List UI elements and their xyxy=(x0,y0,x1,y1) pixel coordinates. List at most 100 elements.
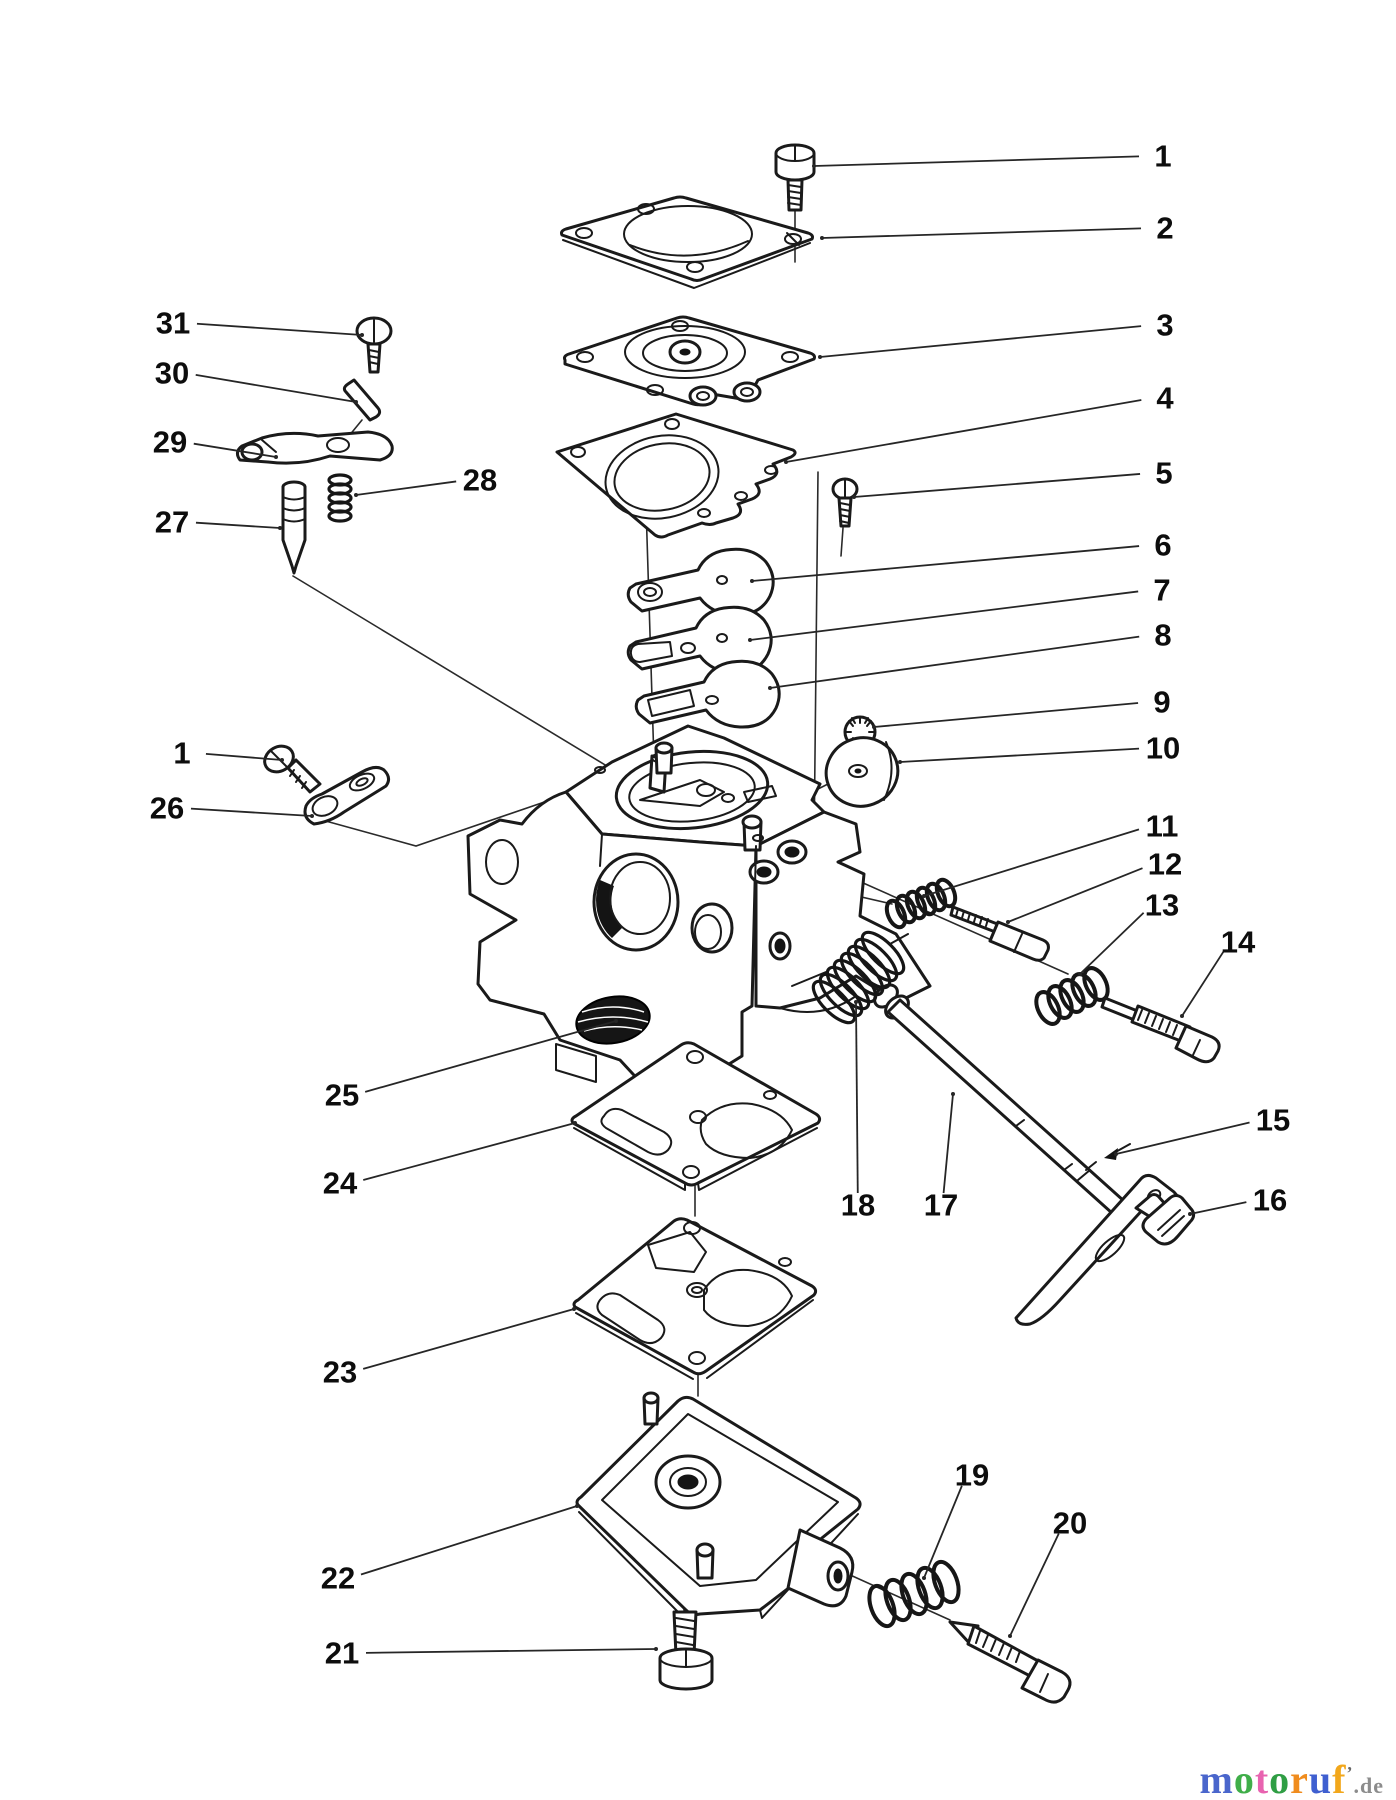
leader-dot-10 xyxy=(898,760,902,764)
throttle-spring-18 xyxy=(791,930,909,1025)
lever-spring-28 xyxy=(327,473,353,523)
callout-layer: 1234567891011121314151617181920212223242… xyxy=(150,139,1290,1671)
leader-line-28 xyxy=(355,480,457,496)
callout-label-22-21: 22 xyxy=(321,1561,355,1596)
throttle-disc-10 xyxy=(824,736,900,808)
inlet-needle-27 xyxy=(281,480,307,575)
callout-label-23-22: 23 xyxy=(323,1355,357,1390)
leader-dot-18 xyxy=(854,1000,858,1004)
screw-21-icon xyxy=(658,1610,714,1691)
leader-line-7 xyxy=(749,590,1139,641)
leader-line-20 xyxy=(1009,1533,1060,1637)
callout-label-7-6: 7 xyxy=(1153,573,1170,608)
leader-dot-19 xyxy=(922,1576,926,1580)
watermark-letter: o xyxy=(1269,1757,1291,1800)
leader-line-14 xyxy=(1181,951,1225,1017)
friction-plate-8 xyxy=(634,659,781,729)
leader-dot-21 xyxy=(654,1647,658,1651)
callout-label-10-9: 10 xyxy=(1146,731,1180,766)
watermark-tick: ’ xyxy=(1346,1763,1354,1783)
leader-line-10 xyxy=(899,747,1140,763)
leader-line-21 xyxy=(365,1648,657,1654)
leader-dot-2 xyxy=(820,236,824,240)
leader-line-11 xyxy=(923,828,1140,897)
leader-line-4 xyxy=(785,399,1142,463)
arrow-15-icon xyxy=(1077,1143,1131,1181)
spring-13-icon xyxy=(1034,966,1110,1026)
leader-dot-6 xyxy=(750,579,754,583)
leader-line-1 xyxy=(813,155,1140,167)
screw-1-icon xyxy=(774,143,816,212)
main-mixture-screw-14 xyxy=(1100,996,1221,1064)
leader-line-8 xyxy=(769,635,1140,689)
leader-line-3 xyxy=(819,325,1142,358)
watermark-word: motoruf xyxy=(1200,1757,1347,1800)
callout-label-30-29: 30 xyxy=(155,356,189,391)
callout-label-3-2: 3 xyxy=(1156,308,1173,343)
watermark-letter: t xyxy=(1254,1757,1270,1800)
callout-label-20-19: 20 xyxy=(1053,1506,1087,1541)
leader-line-30 xyxy=(195,373,357,403)
callout-label-6-5: 6 xyxy=(1154,528,1171,563)
leader-dot-31 xyxy=(360,333,364,337)
leader-dot-23 xyxy=(572,1307,576,1311)
leader-dot-30 xyxy=(354,400,358,404)
pump-spring-19 xyxy=(867,1559,961,1629)
tapping-screw-20 xyxy=(948,1620,1072,1704)
leader-line-18 xyxy=(855,1001,859,1194)
callout-label-21-20: 21 xyxy=(325,1636,359,1671)
carburetor-body xyxy=(466,724,932,1088)
leader-dot-24 xyxy=(573,1121,577,1125)
leader-line-22 xyxy=(360,1505,578,1576)
swivel-bracket-26 xyxy=(303,765,391,826)
leader-line-17 xyxy=(942,1093,954,1194)
callout-label-13-12: 13 xyxy=(1145,888,1179,923)
callout-label-2-1: 2 xyxy=(1156,211,1173,246)
callout-label-4-3: 4 xyxy=(1156,381,1174,416)
leader-dot-13 xyxy=(1078,972,1082,976)
leader-dot-27 xyxy=(278,526,282,530)
watermark-letter: o xyxy=(1233,1757,1255,1800)
callout-label-25-24: 25 xyxy=(325,1078,359,1113)
leader-line-19 xyxy=(923,1485,963,1579)
leader-line-5 xyxy=(853,473,1141,498)
watermark-letter: f xyxy=(1332,1757,1347,1800)
watermark-logo-link[interactable]: motoruf’.de xyxy=(1200,1760,1385,1800)
leader-dot-25 xyxy=(614,1019,618,1023)
leader-line-2 xyxy=(821,227,1142,239)
callout-label-17-16: 17 xyxy=(924,1188,958,1223)
leader-line-31 xyxy=(196,322,363,336)
leader-line-13 xyxy=(1079,912,1145,975)
callout-label-8-7: 8 xyxy=(1154,618,1171,653)
callout-label-29-28: 29 xyxy=(153,425,187,460)
leader-dot-7 xyxy=(748,638,752,642)
leader-dot-28 xyxy=(354,493,358,497)
leader-line-24 xyxy=(363,1122,576,1181)
metering-diaphragm-24 xyxy=(570,1041,822,1191)
metering-lever-29 xyxy=(235,430,394,465)
spring-11-icon xyxy=(884,877,958,930)
callout-label-5-4: 5 xyxy=(1155,456,1172,491)
shaft-cap-16 xyxy=(1134,1193,1196,1246)
callout-label-11-10: 11 xyxy=(1146,809,1179,844)
pump-body-22 xyxy=(575,1391,862,1621)
leader-line-26 xyxy=(190,807,313,817)
leader-dot-9 xyxy=(872,725,876,729)
leader-dot-4 xyxy=(784,460,788,464)
leader-dot-8 xyxy=(768,686,772,690)
friction-plate-7 xyxy=(626,605,773,675)
leader-dot-5 xyxy=(852,495,856,499)
watermark-letter: r xyxy=(1290,1757,1309,1800)
leader-line-29 xyxy=(193,442,277,458)
watermark-letter: u xyxy=(1308,1757,1333,1800)
watermark-suffix: .de xyxy=(1353,1773,1384,1798)
leader-dot-1 xyxy=(812,164,816,168)
callout-label-16-15: 16 xyxy=(1253,1183,1287,1218)
callout-label-18-17: 18 xyxy=(841,1188,875,1223)
callout-label-24-23: 24 xyxy=(323,1166,358,1201)
idle-mixture-screw-12 xyxy=(949,905,1050,962)
leader-line-25 xyxy=(364,1020,617,1093)
leader-line-16 xyxy=(1189,1201,1247,1215)
